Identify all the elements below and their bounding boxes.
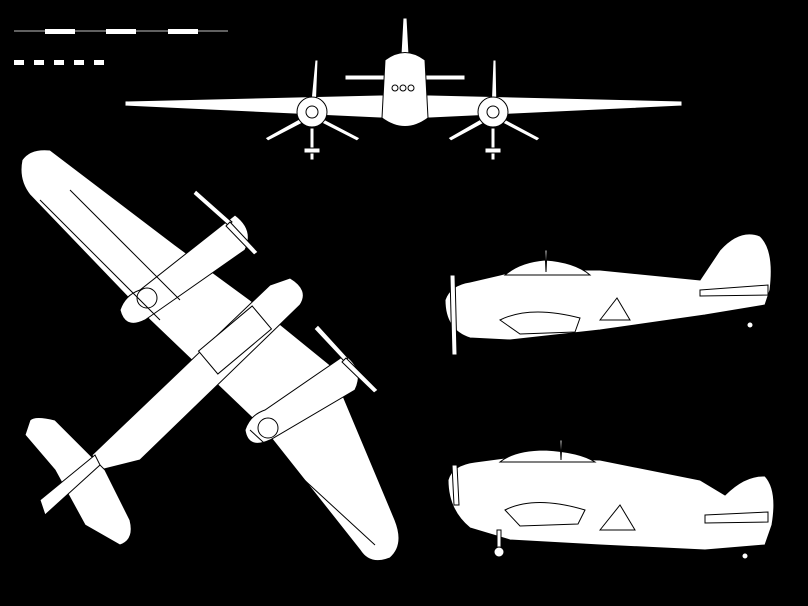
side-view-upper bbox=[444, 233, 772, 356]
left-engine-nacelle bbox=[119, 189, 259, 324]
propeller-lower-side bbox=[451, 464, 460, 506]
side-view-lower bbox=[447, 439, 775, 560]
scale-bar-long bbox=[14, 29, 228, 34]
landing-gear bbox=[303, 127, 502, 161]
front-view bbox=[124, 17, 683, 161]
right-propeller bbox=[447, 59, 541, 142]
propeller-upper-side bbox=[449, 274, 458, 356]
plan-view bbox=[20, 149, 400, 562]
right-engine-nacelle bbox=[244, 324, 379, 444]
left-propeller bbox=[264, 59, 361, 142]
scale-bar-short bbox=[14, 60, 104, 65]
main-wheel bbox=[493, 546, 505, 558]
